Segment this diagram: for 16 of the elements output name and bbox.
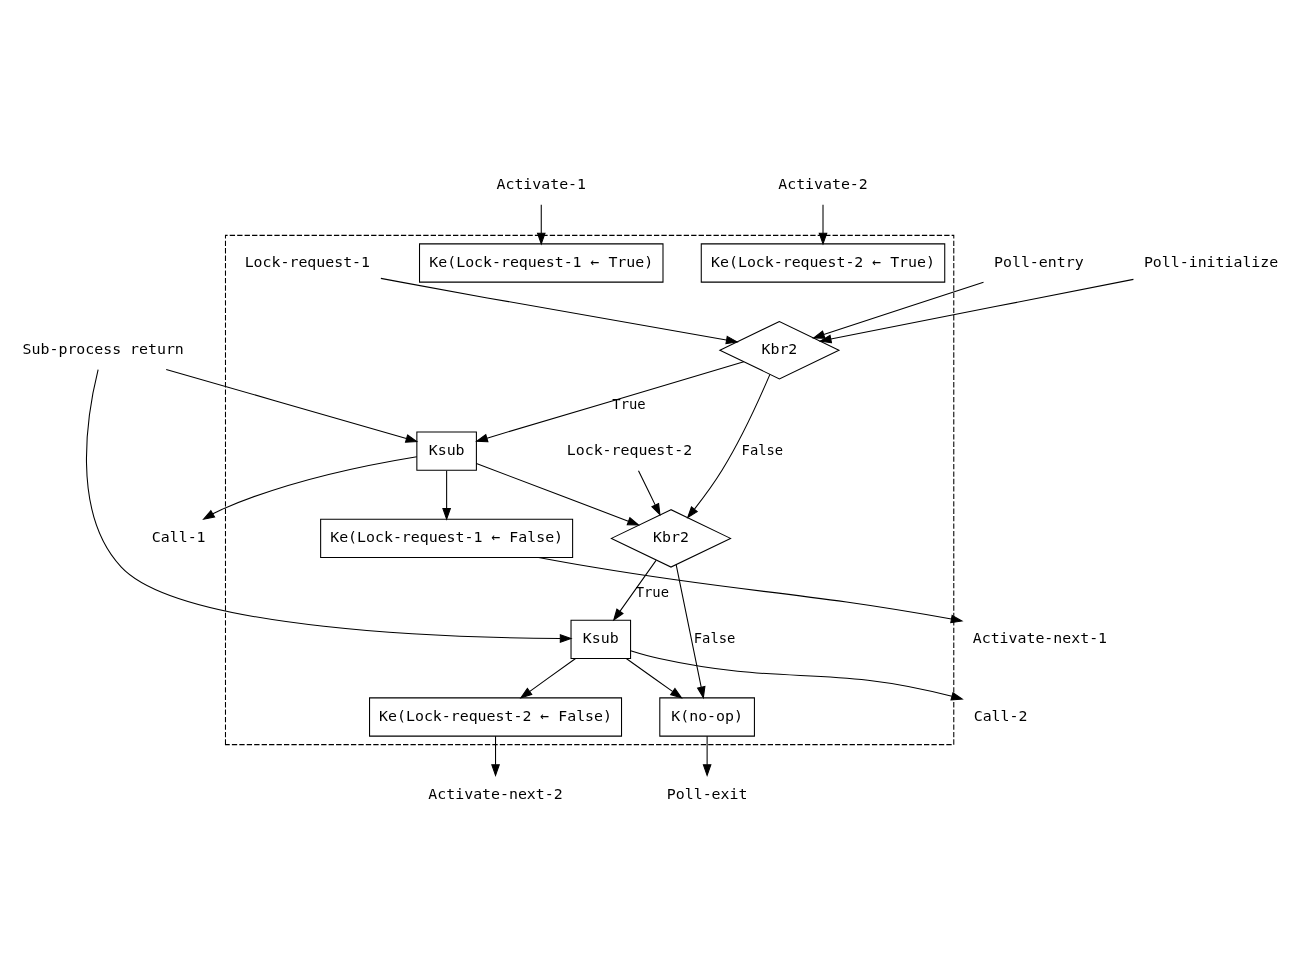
edge-label: True — [635, 584, 669, 601]
node-text: Activate-next-2 — [428, 784, 563, 803]
edge-label: False — [741, 441, 784, 458]
edge-label: False — [693, 630, 736, 646]
node-text: Poll-exit — [666, 784, 748, 803]
node-text: Sub-process return — [22, 340, 184, 359]
edge-label: True — [612, 396, 646, 413]
node-text: Lock-request-1 — [244, 252, 371, 271]
node-text: Call-2 — [973, 706, 1028, 725]
node-text: Poll-initialize — [1143, 252, 1279, 271]
node-text: Poll-entry — [994, 252, 1084, 271]
node-text: Lock-request-2 — [566, 441, 693, 460]
node-text: Activate-2 — [778, 175, 868, 194]
node-text: Activate-next-1 — [972, 629, 1108, 648]
node-text: Activate-1 — [496, 175, 587, 194]
node-text: Call-1 — [151, 528, 206, 547]
